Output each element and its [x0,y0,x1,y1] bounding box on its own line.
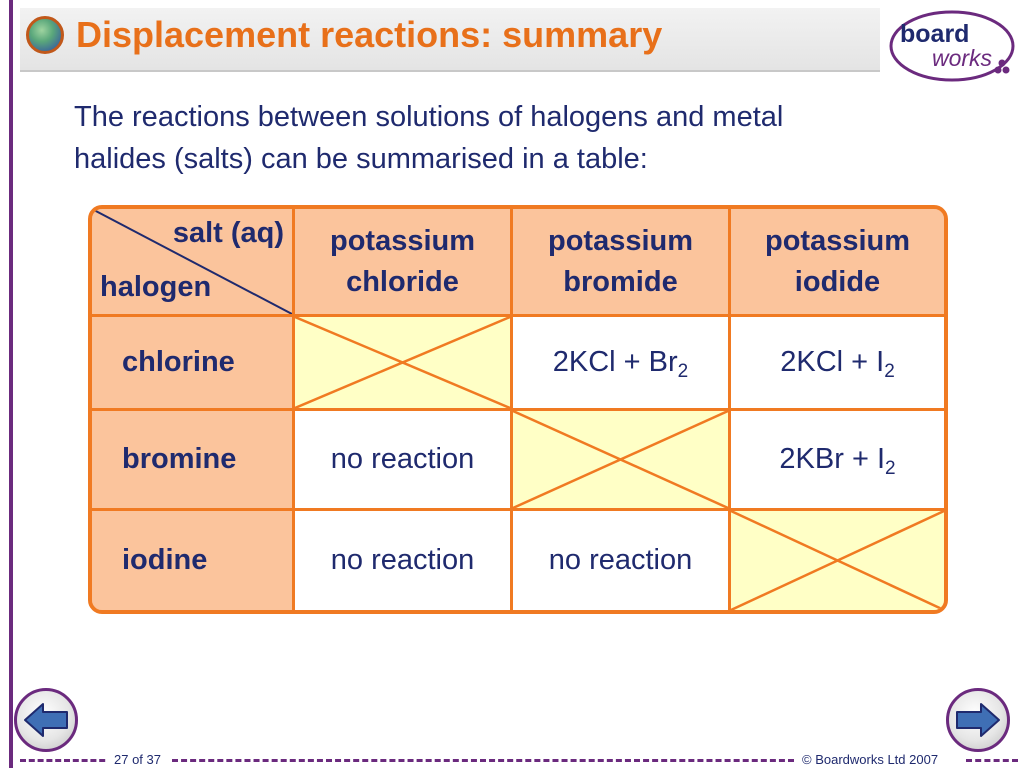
reaction-table: salt (aq) halogen potassium chloride pota… [88,205,948,614]
corner-diagonal [92,209,292,314]
table-cell: no reaction [513,511,731,610]
intro-text: The reactions between solutions of halog… [74,96,954,180]
cross-icon [513,411,728,508]
table-cell: no reaction [295,511,513,610]
row-header-bromine: bromine [92,411,295,511]
table-cell: 2KCl + I2 [731,317,944,411]
column-header-line: chloride [346,265,459,298]
page-title: Displacement reactions: summary [76,14,663,55]
table-cell: no reaction [295,411,513,511]
crossed-out-cell [295,317,513,411]
column-header-line: potassium [329,224,476,257]
column-header-line: bromide [563,265,678,298]
cross-icon [295,317,510,408]
forward-arrow-icon [956,703,1000,737]
crossed-out-cell [513,411,731,511]
intro-line-1: The reactions between solutions of halog… [74,101,784,133]
logo-word-board: board [900,20,969,48]
previous-slide-button[interactable] [14,688,78,752]
cell-formula: 2KCl + I [780,346,885,378]
next-slide-button[interactable] [946,688,1010,752]
copyright-text: © Boardworks Ltd 2007 [796,752,945,767]
cross-icon [731,511,944,610]
globe-icon [26,16,64,54]
left-border [9,0,13,768]
page-number: 27 of 37 [108,752,167,767]
column-header-chloride: potassium chloride [295,209,513,317]
row-header-iodine: iodine [92,511,295,610]
table-cell: 2KCl + Br2 [513,317,731,411]
cell-subscript: 2 [884,361,895,382]
column-header-iodide: potassium iodide [731,209,944,317]
column-header-line: potassium [547,224,694,257]
column-header-line: potassium [764,224,911,257]
boardworks-logo: board works [889,10,1015,82]
footer-divider-left [20,759,114,762]
cell-formula: 2KCl + Br [552,346,678,378]
intro-line-2: halides (salts) can be summarised in a t… [74,143,648,175]
footer-divider-middle [172,759,794,762]
row-header-chlorine: chlorine [92,317,295,411]
column-header-bromide: potassium bromide [513,209,731,317]
logo-word-works: works [932,45,993,71]
table-cell: 2KBr + I2 [731,411,944,511]
row-axis-label: halogen [100,271,212,303]
table-corner-cell: salt (aq) halogen [92,209,295,317]
column-axis-label: salt (aq) [172,217,284,249]
back-arrow-icon [24,703,68,737]
cell-formula: 2KBr + I [779,443,885,475]
footer-divider-right [966,759,1018,762]
cell-subscript: 2 [885,458,896,479]
title-bar [20,8,880,72]
column-header-line: iodide [794,265,881,298]
crossed-out-cell [731,511,944,610]
cell-subscript: 2 [677,361,689,382]
